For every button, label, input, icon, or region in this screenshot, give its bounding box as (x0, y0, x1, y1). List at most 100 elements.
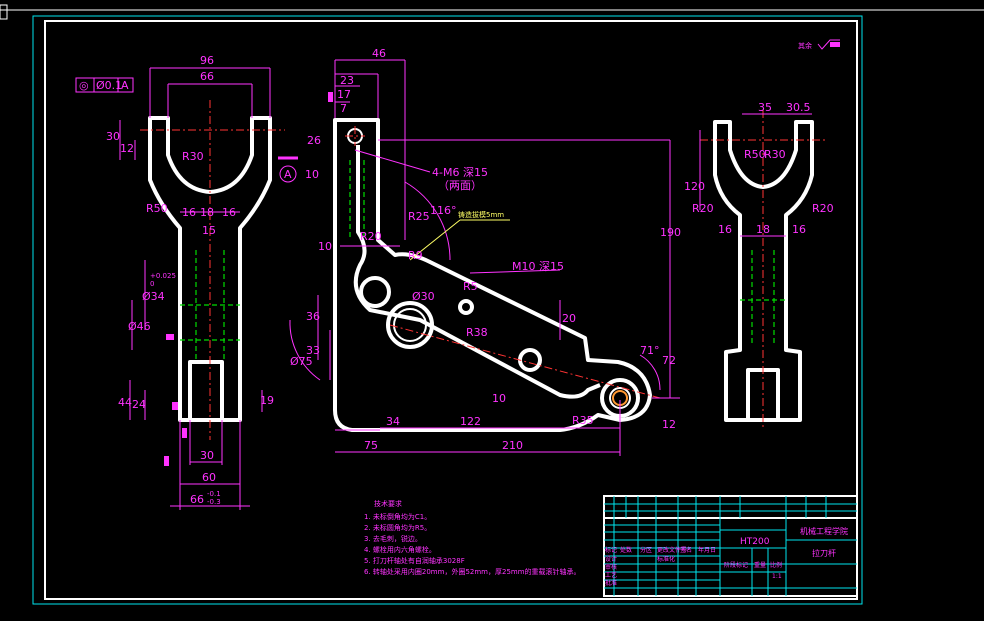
dim-24: 24 (132, 398, 146, 411)
title-block-outer (603, 495, 858, 597)
tb-label-check: 审核 (605, 563, 617, 571)
dim-23: 23 (340, 74, 354, 87)
title-block (603, 495, 858, 597)
right-view-dim-lines (699, 113, 812, 237)
tb-label-mark: 标记 (605, 546, 617, 554)
middle-view-dimensions: 46 23 17 7 26 10 R20 R9 10 R5 Ø30 R38 36… (290, 47, 681, 452)
dim-12: 12 (662, 418, 676, 431)
dim-33: 33 (306, 344, 320, 357)
dim-d75: Ø75 (290, 355, 313, 368)
ucs-corner-icon (0, 4, 8, 20)
dim-35: 35 (758, 101, 772, 114)
dim-7: 7 (340, 102, 347, 115)
tb-label-approve: 批准 (605, 579, 617, 587)
dim-r30-right: R30 (764, 148, 786, 161)
right-view-outline (713, 120, 814, 422)
left-view-dim-lines (75, 67, 298, 510)
dim-r50: R50 (146, 202, 168, 215)
dim-26: 26 (307, 134, 321, 147)
dim-66-top: 66 (200, 70, 214, 83)
dim-20: 20 (562, 312, 576, 325)
dim-18-right: 18 (756, 223, 770, 236)
roughness-symbol-icon (817, 39, 840, 50)
tech-title: 技术要求 (374, 499, 402, 508)
middle-view (333, 118, 652, 432)
tb-label-sign: 签名 (680, 546, 692, 554)
dim-30-bottom: 30 (200, 449, 214, 462)
dim-16b: 16 (222, 206, 236, 219)
dim-210: 210 (502, 439, 523, 452)
tol-minus03: -0.3 (207, 498, 221, 506)
left-view-centerlines (140, 100, 285, 440)
roughness-note: 其余 (798, 39, 840, 50)
dim-angle-71: 71° (640, 344, 660, 357)
dim-r9: R9 (408, 249, 423, 262)
tol-plus0025: +0.025 (150, 272, 176, 280)
middle-view-hole-c (518, 348, 542, 372)
dim-66-bottom: 66 (190, 493, 204, 506)
dim-44: 44 (118, 396, 132, 409)
outer-frame (32, 15, 863, 605)
dim-angle-116: 116° (430, 204, 457, 217)
tb-label-date: 年月日 (698, 546, 716, 554)
dim-10b: 10 (318, 240, 332, 253)
tb-label-standard: 标准化 (657, 555, 675, 563)
left-view (148, 116, 272, 422)
dim-12: 12 (120, 142, 134, 155)
dim-60: 60 (202, 471, 216, 484)
dim-r20-mid: R20 (360, 230, 382, 243)
dim-46: 46 (372, 47, 386, 60)
dim-d46: Ø46 (128, 320, 151, 333)
tb-label-process: 工艺 (605, 571, 617, 579)
dim-190: 190 (660, 226, 681, 239)
dim-18: 18 (200, 206, 214, 219)
tolerance-value: Ø0.1 (96, 79, 122, 92)
dim-10c: 10 (492, 392, 506, 405)
dim-r20-left: R20 (692, 202, 714, 215)
dim-r38: R38 (466, 326, 488, 339)
tb-label-zone: 分区 (640, 546, 652, 554)
school-name: 机械工程学院 (800, 526, 848, 536)
dim-19: 19 (260, 394, 274, 407)
tech-item-1: 1. 未标倒角均为C1。 (364, 512, 431, 521)
dim-d34: Ø34 (142, 290, 165, 303)
callout-draft-angle: 铸造拔模5mm (458, 210, 504, 219)
inner-frame (44, 20, 858, 600)
dim-36: 36 (306, 310, 320, 323)
dim-17: 17 (337, 88, 351, 101)
dim-r25: R25 (408, 210, 430, 223)
callout-m6: 4-M6 深15 (432, 166, 488, 179)
tech-item-4: 4. 螺栓用内六角螺栓。 (364, 545, 436, 554)
tech-item-3: 3. 去毛刺，锐边。 (364, 534, 422, 543)
dim-75: 75 (364, 439, 378, 452)
tb-label-design: 设计 (605, 555, 617, 563)
middle-view-centerlines (345, 126, 661, 399)
roughness-marker (830, 42, 840, 47)
tech-requirements: 技术要求 1. 未标倒角均为C1。 2. 未标圆角均为R5。 3. 去毛刺，锐边… (364, 499, 581, 576)
roughness-label: 其余 (798, 41, 812, 50)
material: HT200 (740, 537, 770, 547)
tb-label-count: 处数 (620, 546, 632, 554)
dim-d30: Ø30 (412, 290, 435, 303)
dim-16-right: 16 (792, 223, 806, 236)
middle-view-outline (333, 118, 652, 432)
callout-m10: M10 深15 (512, 260, 564, 273)
tech-item-6: 6. 转轴处采用内圈20mm，外圈52mm，厚25mm的重载滚针轴承。 (364, 567, 581, 576)
tb-label-change: 更改文件号 (657, 546, 687, 554)
middle-view-dim-lines (289, 59, 680, 456)
left-view-outline (148, 116, 272, 422)
dim-10a: 10 (305, 168, 319, 181)
dim-120: 120 (684, 180, 705, 193)
left-view-hidden (180, 250, 240, 360)
dim-r35: R35 (572, 414, 594, 427)
right-view-dimensions: 35 30.5 120 R20 R20 16 18 16 R50 R30 (684, 101, 834, 236)
tb-label-weight: 重量 (754, 561, 766, 569)
callout-m6-both-sides: （两面） (438, 179, 482, 192)
middle-view-hole-a (359, 276, 391, 308)
dim-30: 30 (106, 130, 120, 143)
dim-r50-right: R50 (744, 148, 766, 161)
dim-30-5: 30.5 (786, 101, 811, 114)
dim-72: 72 (662, 354, 676, 367)
tolerance-symbol: ◎ (79, 79, 89, 92)
